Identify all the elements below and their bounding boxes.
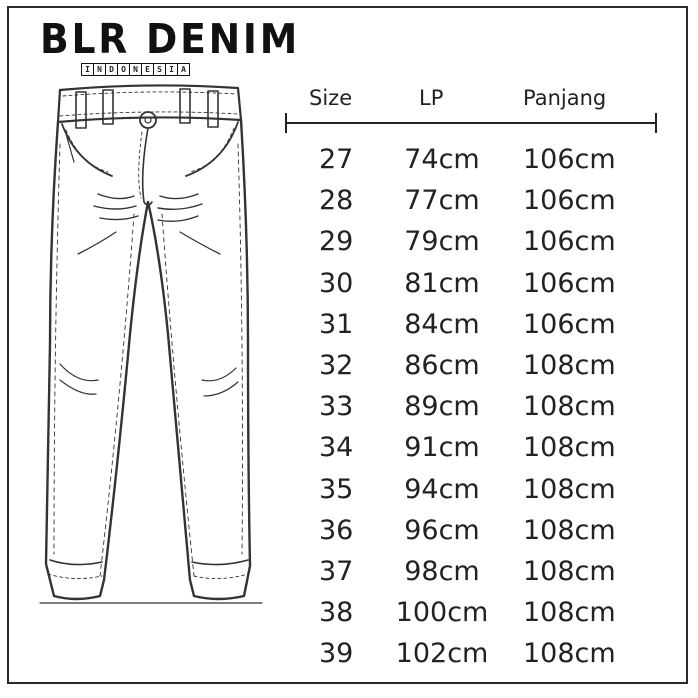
size-cell: 36 xyxy=(319,514,354,546)
table-row: 37 98cm 108cm xyxy=(285,556,657,597)
image-frame xyxy=(7,6,688,684)
size-cell: 31 xyxy=(319,308,354,340)
table-row: 31 84cm 106cm xyxy=(285,309,657,350)
lp-cell: 98cm xyxy=(404,556,480,587)
lp-cell: 74cm xyxy=(404,144,480,175)
size-cell: 28 xyxy=(319,185,354,217)
table-row: 27 74cm 106cm xyxy=(285,144,657,185)
panjang-cell: 106cm xyxy=(523,267,616,299)
header-size: Size xyxy=(309,86,353,110)
size-cell: 34 xyxy=(319,432,354,464)
panjang-cell: 108cm xyxy=(523,473,616,505)
table-row: 29 79cm 106cm xyxy=(285,226,657,267)
table-row: 33 89cm 108cm xyxy=(285,391,657,432)
table-row: 34 91cm 108cm xyxy=(285,432,657,473)
brand-name: BLR DENIM xyxy=(40,15,301,63)
table-row: 36 96cm 108cm xyxy=(285,515,657,556)
panjang-cell: 108cm xyxy=(523,556,616,587)
size-cell: 39 xyxy=(319,638,354,670)
jeans-illustration xyxy=(39,84,263,604)
size-cell: 29 xyxy=(319,226,354,258)
panjang-cell: 108cm xyxy=(523,391,616,423)
size-cell: 35 xyxy=(319,473,354,505)
table-row: 32 86cm 108cm xyxy=(285,350,657,391)
size-cell: 38 xyxy=(319,597,354,629)
lp-cell: 96cm xyxy=(404,514,480,546)
table-row: 30 81cm 106cm xyxy=(285,268,657,309)
table-row: 35 94cm 108cm xyxy=(285,474,657,515)
lp-cell: 91cm xyxy=(404,432,480,464)
lp-cell: 86cm xyxy=(404,350,480,381)
size-cell: 27 xyxy=(319,144,354,175)
header-lp: LP xyxy=(419,86,444,110)
size-cell: 33 xyxy=(319,391,354,423)
header-rule-end-right xyxy=(655,113,657,133)
panjang-cell: 106cm xyxy=(523,226,616,258)
header-rule xyxy=(285,122,657,124)
header-panjang: Panjang xyxy=(523,86,607,110)
lp-cell: 100cm xyxy=(395,597,489,629)
panjang-cell: 106cm xyxy=(523,185,616,217)
lp-cell: 79cm xyxy=(404,226,480,258)
panjang-cell: 108cm xyxy=(523,638,616,670)
panjang-cell: 108cm xyxy=(523,350,616,381)
size-cell: 30 xyxy=(319,267,354,299)
brand-logo: BLR DENIM I N D O N E S I A xyxy=(40,15,301,76)
panjang-cell: 108cm xyxy=(523,432,616,464)
lp-cell: 94cm xyxy=(404,473,480,505)
panjang-cell: 108cm xyxy=(523,597,616,629)
panjang-cell: 108cm xyxy=(523,514,616,546)
brand-tagline: I N D O N E S I A xyxy=(81,63,190,76)
size-cell: 37 xyxy=(319,556,354,587)
tagline-letter: A xyxy=(177,63,190,76)
table-row: 28 77cm 106cm xyxy=(285,185,657,226)
size-cell: 32 xyxy=(319,350,354,381)
lp-cell: 84cm xyxy=(404,308,480,340)
header-rule-end-left xyxy=(285,113,287,133)
panjang-cell: 106cm xyxy=(523,308,616,340)
panjang-cell: 106cm xyxy=(523,144,616,175)
table-row: 38 100cm 108cm xyxy=(285,597,657,638)
lp-cell: 102cm xyxy=(395,638,489,670)
table-row: 39 102cm 108cm xyxy=(285,638,657,679)
lp-cell: 81cm xyxy=(404,267,480,299)
lp-cell: 77cm xyxy=(404,185,480,217)
lp-cell: 89cm xyxy=(404,391,480,423)
